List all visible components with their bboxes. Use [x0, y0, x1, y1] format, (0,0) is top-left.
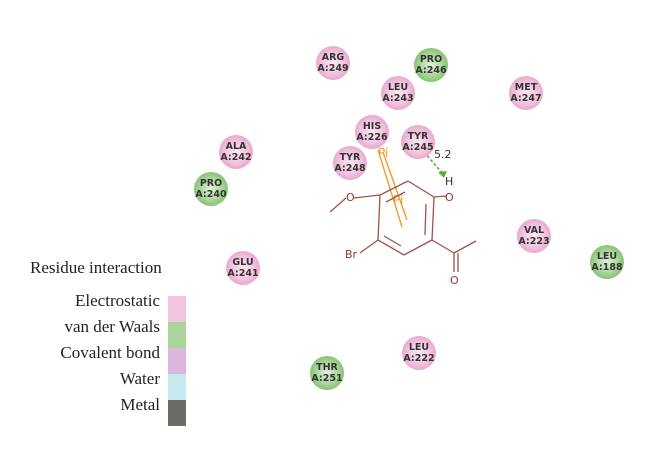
pi-line-tyr248	[382, 151, 408, 221]
svg-text:LEU: LEU	[409, 342, 429, 353]
svg-text:A:245: A:245	[402, 142, 433, 153]
legend-label-electrostatic: Electrostatic	[75, 291, 160, 310]
svg-text:A:251: A:251	[311, 373, 342, 384]
residue-tyr245: TYR A:245	[401, 125, 435, 159]
pi-line-his226	[377, 149, 403, 228]
legend-label-metal: Metal	[120, 395, 160, 414]
svg-text:ARG: ARG	[322, 52, 345, 63]
legend-swatch-water	[168, 374, 186, 400]
legend-label-water: Water	[119, 369, 160, 388]
legend-swatch-electrostatic	[168, 296, 186, 322]
svg-text:TYR: TYR	[408, 131, 429, 142]
svg-text:LEU: LEU	[597, 251, 617, 262]
residue-val223: VAL A:223	[517, 219, 551, 253]
svg-text:A:249: A:249	[317, 63, 348, 74]
residue-pro240: PRO A:240	[194, 172, 228, 206]
residue-glu241: GLU A:241	[226, 251, 260, 285]
svg-text:A:242: A:242	[220, 152, 251, 163]
svg-text:VAL: VAL	[524, 225, 544, 236]
svg-text:A:226: A:226	[356, 132, 388, 143]
atom-oxygen-carbonyl: O	[450, 274, 459, 287]
svg-text:A:223: A:223	[518, 236, 549, 247]
atom-oxygen-hydroxyl: O	[445, 191, 454, 204]
svg-text:TYR: TYR	[340, 152, 361, 163]
residue-thr251: THR A:251	[310, 356, 344, 390]
residue-leu222: LEU A:222	[402, 336, 436, 370]
svg-text:MET: MET	[515, 82, 538, 93]
svg-text:GLU: GLU	[232, 257, 253, 268]
svg-text:THR: THR	[316, 362, 338, 373]
svg-text:A:241: A:241	[227, 268, 258, 279]
pi-label-1: Pi	[378, 146, 388, 160]
residue-tyr248: TYR A:248	[333, 146, 367, 180]
legend-swatch-covalent	[168, 348, 186, 374]
svg-text:PRO: PRO	[200, 178, 222, 189]
ligand	[329, 180, 477, 272]
svg-text:A:240: A:240	[195, 189, 227, 200]
svg-text:A:243: A:243	[382, 93, 413, 104]
residue-leu243: LEU A:243	[381, 76, 415, 110]
svg-text:A:222: A:222	[403, 353, 434, 364]
residue-ala242: ALA A:242	[219, 135, 253, 169]
atom-bromine: Br	[345, 248, 358, 261]
legend-label-vdw: van der Waals	[64, 317, 160, 336]
residues: ARG A:249 PRO A:246 MET A:247 LEU A:243 …	[194, 46, 624, 390]
residue-his226: HIS A:226	[355, 115, 389, 149]
svg-text:A:246: A:246	[415, 65, 447, 76]
pi-label-2: Pi	[393, 193, 403, 207]
residue-met247: MET A:247	[509, 76, 543, 110]
svg-text:A:188: A:188	[591, 262, 623, 273]
hbond-arrowhead	[438, 171, 447, 178]
svg-text:A:248: A:248	[334, 163, 366, 174]
atom-hydrogen: H	[445, 175, 453, 188]
residue-pro246: PRO A:246	[414, 48, 448, 82]
svg-text:HIS: HIS	[363, 121, 381, 132]
atom-oxygen-methoxy: O	[346, 191, 355, 204]
hbond-distance-label: 5.2	[434, 148, 452, 161]
svg-text:PRO: PRO	[420, 54, 442, 65]
pi-interactions: Pi Pi	[377, 146, 408, 228]
legend-swatch-vdw	[168, 322, 186, 348]
svg-text:LEU: LEU	[388, 82, 408, 93]
legend-title: Residue interaction	[30, 258, 162, 277]
residue-arg249: ARG A:249	[316, 46, 350, 80]
ligand-atoms: O O H Br O	[345, 175, 459, 287]
svg-text:A:247: A:247	[510, 93, 541, 104]
legend-swatch-metal	[168, 400, 186, 426]
residue-leu188: LEU A:188	[590, 245, 624, 279]
svg-text:ALA: ALA	[226, 141, 247, 152]
legend-label-covalent: Covalent bond	[60, 343, 160, 362]
